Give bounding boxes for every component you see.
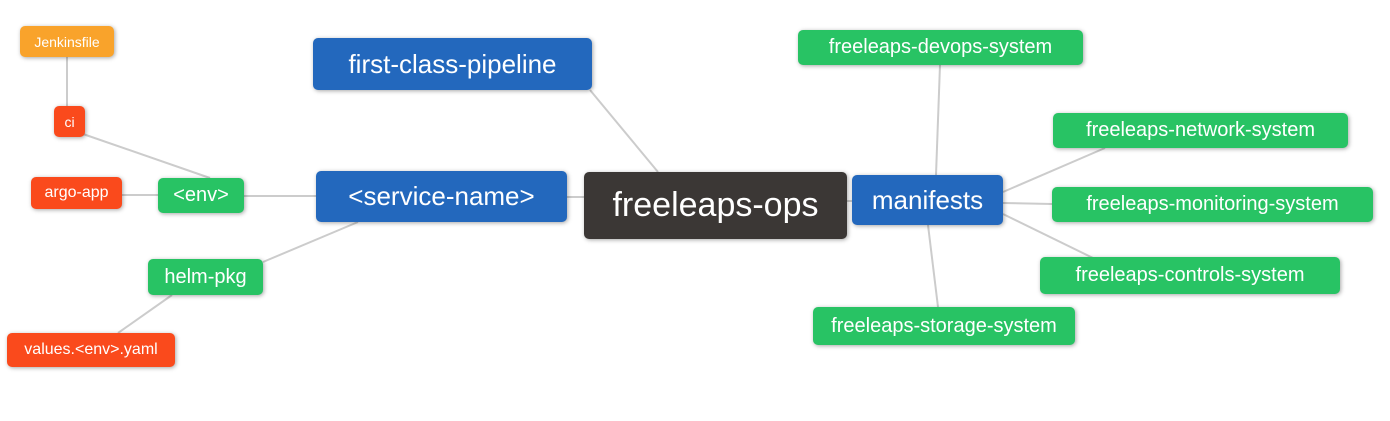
node-freeleaps-storage-system[interactable]: freeleaps-storage-system (813, 307, 1075, 345)
node-manifests[interactable]: manifests (852, 175, 1003, 225)
edge-helmpkg-servicename (262, 221, 359, 263)
node-freeleaps-network-system[interactable]: freeleaps-network-system (1053, 113, 1348, 148)
node-freeleaps-monitoring-system[interactable]: freeleaps-monitoring-system (1052, 187, 1373, 222)
node-freeleaps-ops-root[interactable]: freeleaps-ops (584, 172, 847, 239)
node-helm-pkg[interactable]: helm-pkg (148, 259, 263, 295)
edge-helmpkg-values (117, 294, 173, 334)
node-jenkinsfile[interactable]: Jenkinsfile (20, 26, 114, 57)
node-env[interactable]: <env> (158, 178, 244, 213)
edge-manifests-controls (1002, 213, 1094, 259)
edge-manifests-devops (935, 64, 941, 176)
node-argo-app[interactable]: argo-app (31, 177, 122, 209)
node-freeleaps-controls-system[interactable]: freeleaps-controls-system (1040, 257, 1340, 294)
edge-manifests-storage (927, 224, 939, 308)
node-service-name[interactable]: <service-name> (316, 171, 567, 222)
edge-manifests-monitoring (1002, 202, 1053, 205)
node-first-class-pipeline[interactable]: first-class-pipeline (313, 38, 592, 90)
node-ci[interactable]: ci (54, 106, 85, 137)
edge-ci-env (82, 133, 211, 179)
edge-manifests-network (1002, 147, 1106, 193)
node-freeleaps-devops-system[interactable]: freeleaps-devops-system (798, 30, 1083, 65)
node-values-env-yaml[interactable]: values.<env>.yaml (7, 333, 175, 367)
edge-pipeline-ops (589, 89, 659, 173)
